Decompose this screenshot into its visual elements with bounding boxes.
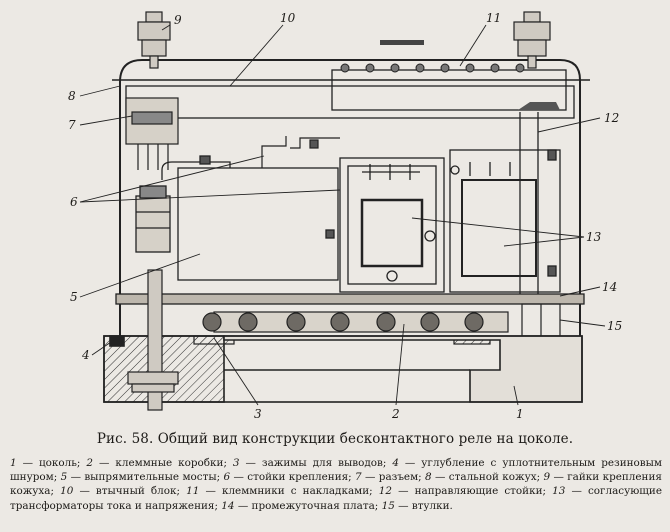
- cover-nut-left: [137, 11, 171, 69]
- terminal-clamps: [340, 63, 525, 73]
- figure-title: Общий вид конструкции бесконтактного рел…: [157, 431, 574, 447]
- figure-caption: Рис. 58. Общий вид конструкции бесконтак…: [0, 431, 670, 447]
- legend-item-5: 5 — выпрямительные мосты;: [60, 471, 224, 484]
- legend-item-2: 2 — клеммные коробки;: [86, 457, 233, 469]
- legend-item-9: 9 — гайки крепления кожуха;: [10, 471, 662, 498]
- callout-2: 2: [391, 407, 400, 421]
- callout-11: 11: [486, 11, 501, 25]
- callout-10: 10: [280, 11, 296, 25]
- legend-item-7: 7 — разъем;: [355, 471, 426, 484]
- legend-item-1: 1 — цоколь;: [10, 457, 87, 469]
- legend-item-12: 12 — направляющие стойки;: [378, 485, 553, 498]
- matching-transformers: [339, 149, 561, 293]
- legend-item-13: 13 — согласующие трансформаторы тока и н…: [10, 485, 663, 512]
- callout-8: 8: [68, 89, 76, 103]
- legend-item-11: 11 — клеммники с накладками;: [186, 485, 379, 498]
- callout-13: 13: [586, 230, 602, 244]
- cover-nut-right: [513, 11, 551, 69]
- plug-in-block: [125, 69, 575, 119]
- bushing: [521, 303, 561, 337]
- mounting-posts: [261, 136, 340, 168]
- intermediate-plate: [115, 293, 585, 305]
- base: [103, 335, 583, 403]
- callout-4: 4: [81, 348, 90, 362]
- callout-5: 5: [70, 290, 78, 304]
- leader-lines: [79, 24, 606, 406]
- legend-item-3: 3 — зажимы для выводов;: [232, 457, 393, 469]
- callout-1: 1: [516, 407, 524, 421]
- figure-legend: 1 — цоколь; 2 — клеммные коробки; 3 — за…: [10, 456, 662, 513]
- legend-item-10: 10 — втычный блок;: [60, 485, 187, 498]
- callout-9: 9: [174, 13, 182, 27]
- callout-15: 15: [607, 319, 622, 333]
- figure-number: Рис. 58.: [96, 431, 154, 447]
- callout-6: 6: [70, 195, 78, 209]
- relay-drawing: 9 10 11 8 7 12 6 13 5 14 15 4 3 2 1: [68, 11, 622, 421]
- callout-3: 3: [254, 407, 262, 421]
- callout-14: 14: [602, 280, 617, 294]
- legend-item-14: 14 — промежуточная плата;: [221, 499, 382, 512]
- legend-item-15: 15 — втулки.: [381, 499, 453, 512]
- steel-cover: [112, 59, 590, 336]
- callout-7: 7: [68, 118, 76, 132]
- legend-item-8: 8 — стальной кожух;: [425, 471, 544, 484]
- cover-handle: [380, 40, 424, 45]
- callout-12: 12: [604, 111, 619, 125]
- rectifier-bridge: [135, 155, 339, 281]
- terminal-cover-plate: [518, 102, 560, 110]
- legend-item-4: 4 — углубление с уплотнительным резиновы…: [10, 457, 663, 484]
- legend-item-6: 6 — стойки крепления;: [223, 471, 356, 484]
- connector: [125, 97, 179, 170]
- guide-post: [519, 112, 557, 296]
